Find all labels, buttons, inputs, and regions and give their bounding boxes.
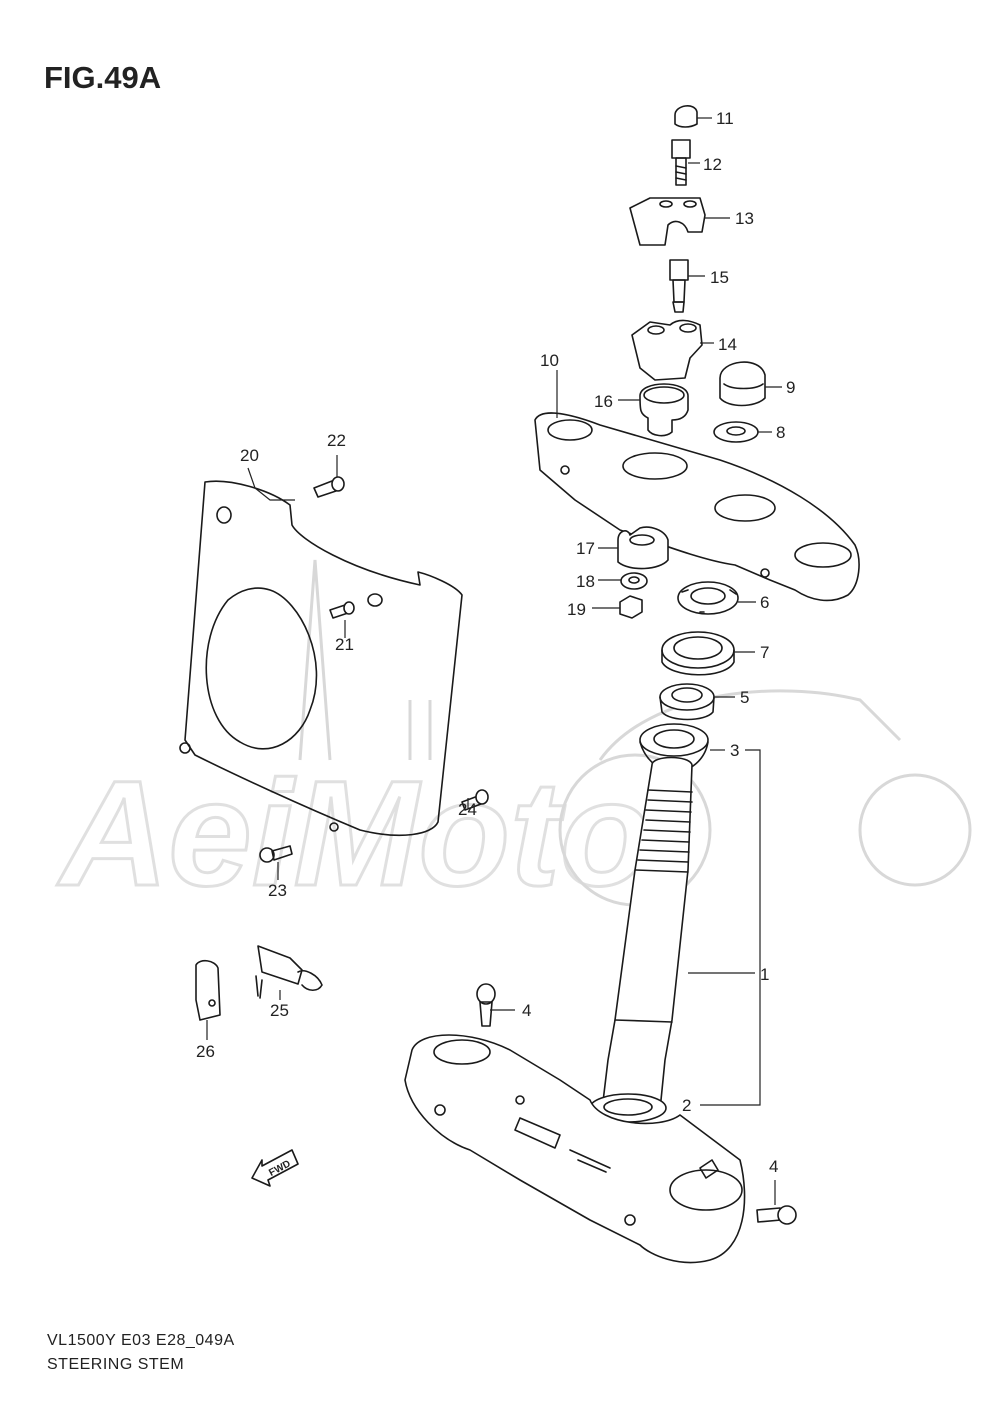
callout-labels: 11 12 13 15 14 9 8 16 10 17 18 19 6 7 5 …	[196, 109, 795, 1176]
watermark: AeiMoto	[55, 559, 972, 919]
callout-17: 17	[576, 539, 595, 558]
callout-19: 19	[567, 600, 586, 619]
part-23-screw	[259, 845, 293, 863]
callout-25: 25	[270, 1001, 289, 1020]
part-8-washer	[713, 421, 759, 443]
watermark-bike-frame	[598, 689, 902, 761]
callout-1: 1	[760, 965, 769, 984]
part-14-clamp-lower	[631, 319, 703, 381]
part-20-head-cover	[179, 480, 463, 837]
fwd-arrow-icon: FWD	[251, 1149, 299, 1187]
part-19-nut	[619, 595, 643, 619]
callout-20: 20	[240, 446, 259, 465]
callout-6: 6	[760, 593, 769, 612]
part-15-bolt	[669, 259, 689, 313]
section-name: STEERING STEM	[47, 1356, 185, 1373]
part-4-bolt-lower	[756, 1205, 797, 1225]
model-code: VL1500Y E03 E28_049A	[47, 1332, 235, 1349]
leader-lines	[206, 117, 782, 1205]
callout-16: 16	[594, 392, 613, 411]
callout-2: 2	[682, 1096, 691, 1115]
callout-4-lower: 4	[769, 1157, 778, 1176]
callout-5: 5	[740, 688, 749, 707]
part-17-bush	[617, 526, 669, 570]
part-10-upper-bracket	[534, 412, 860, 602]
part-5-bearing	[659, 683, 715, 721]
part-16-bush	[639, 383, 689, 437]
callout-10: 10	[540, 351, 559, 370]
callout-9: 9	[786, 378, 795, 397]
part-24-screw	[461, 789, 489, 811]
part-11-cap	[674, 105, 698, 128]
watermark-wheel-rear	[858, 773, 972, 887]
callout-11: 11	[716, 109, 734, 128]
part-21-screw	[329, 601, 355, 619]
part-7-dust-seal	[661, 631, 735, 676]
part-26-bracket	[195, 959, 221, 1021]
callout-12: 12	[703, 155, 722, 174]
part-18-washer	[620, 572, 648, 590]
callout-13: 13	[735, 209, 754, 228]
callout-4-upper: 4	[522, 1001, 531, 1020]
part-22-screw	[313, 476, 345, 498]
callout-3: 3	[730, 741, 739, 760]
callout-24: 24	[458, 800, 477, 819]
part-4-bolt-upper	[476, 983, 496, 1027]
callout-21: 21	[335, 635, 354, 654]
callout-14: 14	[718, 335, 737, 354]
callout-22: 22	[327, 431, 346, 450]
part-13-clamp-upper	[629, 197, 706, 246]
lower-bracket	[404, 1034, 746, 1264]
callout-26: 26	[196, 1042, 215, 1061]
watermark-text: AeiMoto	[56, 749, 652, 917]
part-6-lock-nut	[677, 581, 739, 615]
part-9-nut	[719, 361, 766, 407]
part-1-steering-stem	[601, 756, 693, 1111]
callout-7: 7	[760, 643, 769, 662]
part-25-lock	[255, 945, 323, 999]
watermark-skyline	[298, 559, 432, 761]
callout-15: 15	[710, 268, 729, 287]
callout-18: 18	[576, 572, 595, 591]
callout-23: 23	[268, 881, 287, 900]
part-12-bolt	[671, 139, 691, 186]
callout-8: 8	[776, 423, 785, 442]
figure-title: FIG.49A	[44, 60, 162, 95]
